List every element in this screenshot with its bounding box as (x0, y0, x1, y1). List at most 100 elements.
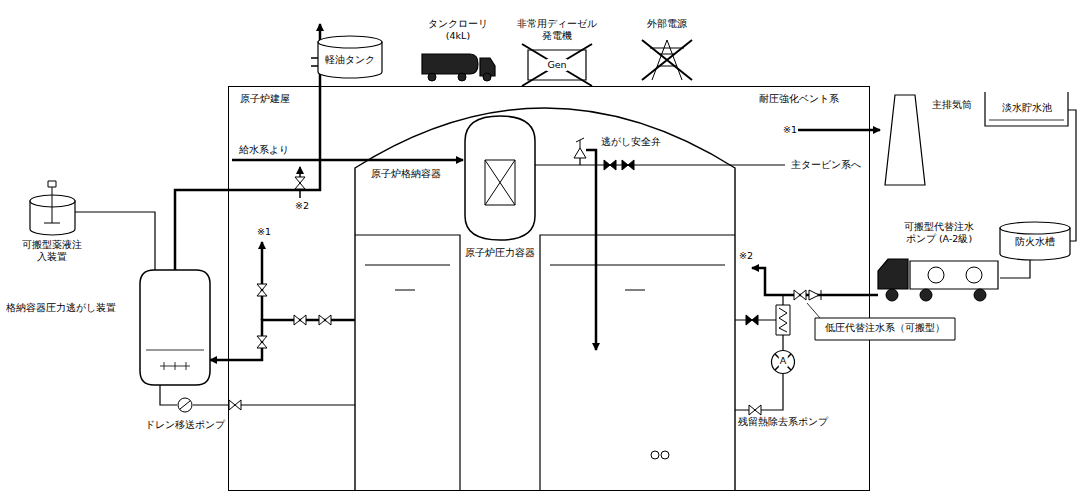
pipe-connector (1068, 110, 1076, 241)
cross-mark (522, 44, 592, 86)
pipe-label: 主タービン系へ (790, 159, 862, 171)
chemical-injector-shape (30, 195, 75, 235)
rhr-pump: 残留熱除去系ポンプA (771, 350, 795, 374)
diesel-generator: 非常用ディーゼル発電機Gen (528, 50, 586, 80)
wheel (974, 289, 986, 301)
stirrer-motor (48, 181, 56, 187)
pump-unit (928, 267, 944, 283)
pipe-line (752, 268, 878, 295)
fire-water-tank: 防火水槽 (1000, 222, 1070, 260)
sparger (160, 362, 190, 370)
pipe-line (261, 242, 264, 320)
pump-casing (772, 351, 795, 374)
pipe-connector (160, 385, 177, 405)
generator-box (528, 50, 586, 80)
offsite-power: 外部電源 (642, 40, 692, 80)
pipe-line (579, 158, 580, 165)
pipe-line (232, 159, 463, 162)
tank-lorry: タンクローリ (4kL) (420, 48, 496, 82)
valve-symbol (257, 336, 267, 348)
stack-body (885, 95, 925, 185)
callout-mark: ※1 (256, 226, 272, 238)
node-label: 残留熱除去系ポンプ (737, 416, 829, 428)
tank-top (1000, 222, 1070, 234)
pipe-line (535, 164, 785, 165)
pipe-connector (210, 320, 355, 360)
pool-wall (355, 235, 735, 491)
vessel-wall (140, 270, 210, 385)
pressure-vessel-shape (465, 116, 535, 240)
node-label: 淡水貯水池 (1001, 102, 1053, 114)
pipe-label: 給水系より (238, 144, 290, 156)
pipe-end (651, 451, 659, 459)
wheel (483, 73, 491, 81)
valve-symbol (257, 284, 267, 296)
node-label: 非常用ディーゼル発電機 (516, 18, 598, 42)
pipe-line (735, 374, 783, 410)
wheel (428, 73, 436, 81)
callout-mark: ※2 (738, 250, 754, 262)
tank-top (318, 36, 382, 48)
valve-symbol (295, 177, 305, 189)
callout-mark: ※2 (294, 200, 310, 212)
reactor-building-shape (229, 87, 871, 492)
valve-symbol (229, 400, 241, 410)
node-label: 可搬型代替注水ポンプ (A-2級) (900, 221, 978, 245)
wheel (886, 289, 898, 301)
node-label: 軽油タンク (324, 54, 376, 66)
node-label: 原子炉格納容器 (370, 168, 442, 180)
label-box (815, 318, 955, 340)
pump-truck-shape (878, 255, 1000, 301)
reactor-building: 原子炉圧力容器原子炉格納容器残留熱除去系ポンプA原子炉建屋 (228, 86, 870, 491)
node-label: 外部電源 (646, 18, 688, 30)
fuel-tank: 軽油タンク (318, 36, 382, 78)
node-label: 低圧代替注水系（可搬型） (824, 322, 946, 335)
reactor-core (485, 160, 515, 205)
pipe-connector (193, 404, 355, 405)
valve-symbol (794, 290, 806, 300)
valve-symbol (622, 160, 634, 170)
heat-exchanger-coil (779, 308, 787, 332)
pipe-end (661, 451, 669, 459)
cross-mark (775, 354, 791, 370)
pipe-line (175, 24, 320, 270)
wheel (920, 289, 932, 301)
reservoir-wall (985, 92, 1068, 126)
pump-unit (966, 267, 982, 283)
node-label: ドレン移送ポンプ (144, 419, 226, 431)
water-level (989, 120, 1064, 121)
drain-pump: ドレン移送ポンプ (177, 397, 193, 413)
truck-cab (878, 259, 908, 289)
node-label: タンクローリ (4kL) (426, 18, 490, 42)
containment-wall (355, 108, 735, 491)
containment-vessel-shape (355, 108, 735, 491)
cross-mark (642, 40, 692, 80)
vent-filter-vessel: 格納容器圧力逃がし装置 (140, 270, 210, 385)
valve-symbol (319, 315, 331, 325)
truck-body (910, 261, 998, 289)
heat-exchanger (776, 305, 790, 335)
valve-symbol (604, 160, 616, 170)
pump-mark (180, 401, 190, 409)
pressure-vessel: 原子炉圧力容器 (465, 116, 535, 240)
pump-truck: 可搬型代替注水ポンプ (A-2級) (878, 255, 1000, 301)
check-valve (809, 290, 821, 300)
exhaust-stack: 主排気筒 (885, 95, 925, 185)
node-label: 原子炉圧力容器 (464, 247, 536, 259)
chemical-injector: 可搬型薬液注入装置 (30, 195, 75, 235)
pipe-line (798, 129, 880, 132)
valve-symbol (746, 315, 758, 325)
vessel-wall (465, 116, 535, 240)
pump-casing (178, 398, 192, 412)
water-level (365, 265, 725, 290)
pipe-line (586, 150, 596, 350)
water-level (146, 350, 204, 351)
water-reservoir: 淡水貯水池 (985, 92, 1068, 126)
pipe-line (576, 138, 584, 148)
offsite-power-shape (642, 40, 692, 80)
callout-mark: ※1 (782, 124, 798, 136)
system-box: 低圧代替注水系（可搬型） (815, 318, 955, 340)
valve-symbol (294, 315, 306, 325)
node-label: 主排気筒 (931, 99, 973, 111)
